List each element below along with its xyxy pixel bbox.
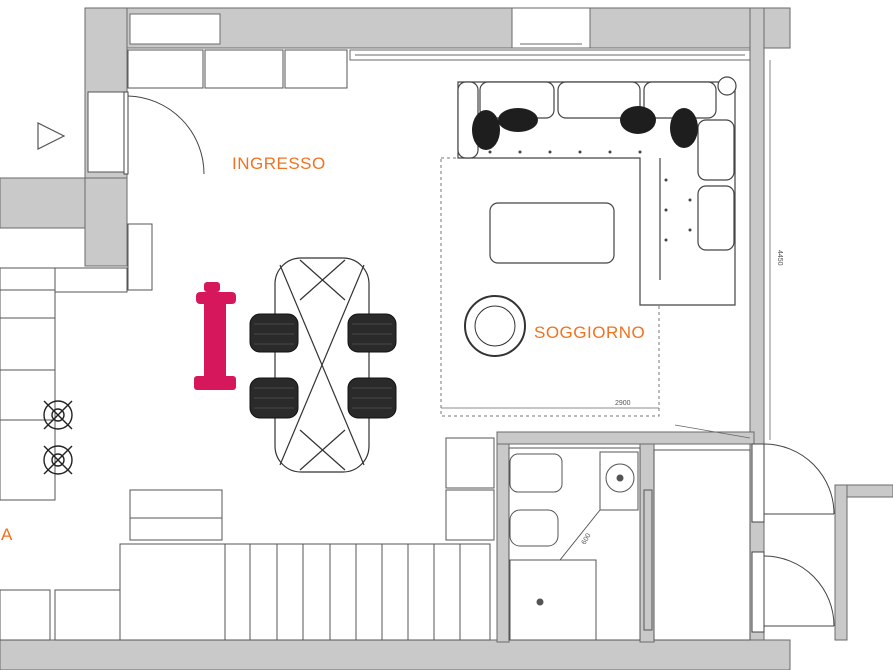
window-top-left — [129, 13, 221, 45]
room-label-ingresso: INGRESSO — [232, 154, 326, 173]
lower-cabinet — [129, 489, 223, 519]
toilet — [509, 509, 559, 547]
wall-bottom — [0, 639, 791, 670]
closet-left-2 — [127, 223, 153, 291]
red-column-icon — [194, 282, 236, 390]
dining-table — [274, 257, 370, 473]
window-top-center — [511, 7, 591, 49]
upper-cabinet-3 — [284, 49, 348, 89]
staircase — [119, 543, 491, 641]
bathroom — [508, 447, 641, 641]
cabinets — [0, 49, 348, 641]
kitchen-counter — [0, 267, 56, 501]
entry-door — [123, 91, 205, 175]
cushions — [472, 106, 698, 150]
triangle-play-icon — [37, 122, 66, 150]
lower-cabinet-2 — [129, 517, 223, 541]
left-bottom-cab-2 — [54, 589, 121, 641]
stool-1 — [43, 400, 73, 430]
side-doors — [751, 443, 835, 633]
sofa — [457, 81, 736, 306]
room-label-left: A — [1, 525, 13, 544]
wall-right-annex-2 — [834, 484, 848, 641]
coffee-table — [489, 202, 615, 264]
closet-left — [87, 91, 127, 173]
wall-bath-left — [496, 431, 510, 643]
dimension-depth: 4450 — [776, 250, 783, 266]
dimension-lines — [441, 60, 771, 440]
chair-1 — [249, 313, 299, 353]
wall-bath-top — [496, 431, 755, 445]
sofa-dots — [488, 150, 692, 242]
right-rooms — [643, 449, 751, 641]
round-side-table — [464, 295, 526, 357]
floor-lamp — [717, 76, 737, 96]
wall-right-outer — [763, 7, 791, 49]
storage-boxes — [445, 437, 495, 541]
chair-2 — [347, 313, 397, 353]
upper-cabinet-2 — [204, 49, 284, 89]
chair-hatch — [254, 323, 392, 409]
upper-cabinet-1 — [127, 49, 204, 89]
left-bottom-cab — [0, 589, 51, 641]
wall-left-inner — [84, 177, 128, 267]
rug — [440, 157, 660, 417]
kitchen-island-top — [54, 267, 128, 293]
room-label-soggiorno: SOGGIORNO — [534, 323, 645, 342]
bidet — [509, 453, 563, 493]
stool-2 — [43, 445, 73, 475]
windows — [129, 7, 751, 61]
dimension-width: 2900 — [615, 400, 631, 407]
shower — [509, 559, 597, 641]
bar-stools — [43, 400, 73, 475]
dimension-bath-diag: 600 — [581, 532, 593, 546]
